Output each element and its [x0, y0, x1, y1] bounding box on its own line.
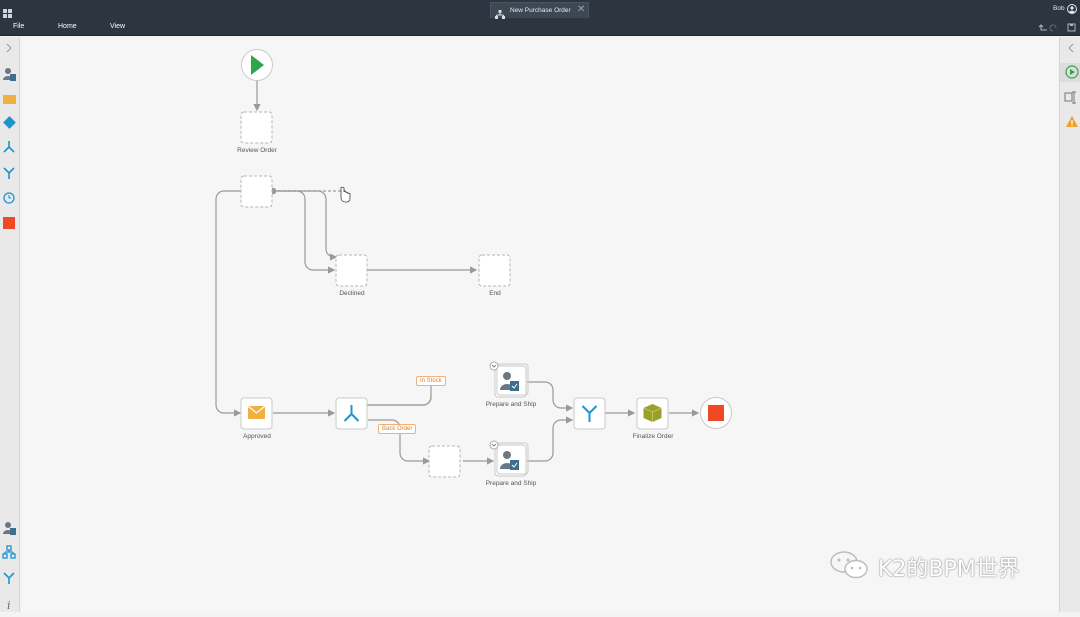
prepare-ship-label-2: Prepare and Ship [485, 480, 537, 487]
split-tool-icon[interactable] [3, 141, 15, 153]
user-task-tool-icon[interactable] [3, 68, 16, 81]
save-icon[interactable] [1067, 23, 1076, 32]
menu-file[interactable]: File [13, 23, 25, 30]
end-node[interactable] [478, 254, 511, 287]
watermark: K2的BPM世界 [826, 548, 1056, 582]
title-bar: New Purchase Order ✕ Bob [0, 0, 1080, 21]
tab-new-purchase-order[interactable]: New Purchase Order ✕ [490, 2, 589, 19]
prepare-ship-label-1: Prepare and Ship [485, 401, 537, 408]
info-icon[interactable]: i [7, 599, 11, 612]
wechat-logo-icon [830, 551, 868, 579]
hierarchy-tool-icon[interactable] [2, 545, 16, 559]
declined-label: Declined [339, 290, 365, 297]
back-order-node[interactable] [428, 445, 461, 478]
end-tool-icon[interactable] [3, 217, 15, 229]
toolbar-icons [1038, 23, 1076, 32]
expand-chevron-icon[interactable] [6, 43, 12, 53]
merge-tool-icon-2[interactable] [3, 572, 15, 584]
menu-home[interactable]: Home [58, 23, 77, 30]
start-icon[interactable] [1065, 65, 1079, 79]
right-panel [1059, 37, 1080, 612]
user-task-icon [500, 372, 519, 391]
collapse-chevron-icon[interactable] [1068, 43, 1074, 53]
user-name[interactable]: Bob [1053, 5, 1065, 12]
properties-icon[interactable] [1064, 91, 1076, 104]
review-order-label: Review Order [237, 147, 277, 154]
redo-icon[interactable] [1049, 24, 1057, 32]
user-task-tool-icon-2[interactable] [3, 522, 16, 535]
decision-node[interactable] [240, 175, 273, 208]
email-tool-icon[interactable] [3, 95, 16, 104]
split-icon [343, 405, 360, 422]
finalize-order-label: Finalize Order [632, 433, 674, 440]
review-order-node[interactable] [240, 111, 273, 144]
start-node[interactable] [241, 49, 273, 81]
stop-node[interactable] [700, 397, 732, 429]
tab-title: New Purchase Order [510, 7, 571, 14]
close-icon[interactable]: ✕ [577, 4, 586, 15]
email-icon [247, 405, 266, 419]
user-task-icon-2 [500, 451, 519, 470]
workflow-canvas[interactable]: Review Order Declined End Approved Prepa… [21, 37, 1058, 612]
decision-tool-icon[interactable] [3, 116, 16, 129]
menu-view[interactable]: View [110, 23, 126, 30]
warning-icon[interactable] [1066, 116, 1078, 127]
hand-cursor-icon [340, 186, 351, 203]
timer-tool-icon[interactable] [3, 192, 15, 204]
back-order-tag[interactable]: Back Order [378, 424, 417, 434]
workflow-lines [215, 49, 732, 478]
app-grid-icon[interactable] [3, 5, 12, 18]
in-stock-tag[interactable]: In Stock [416, 376, 446, 386]
package-icon [643, 404, 662, 422]
merge-icon [581, 405, 598, 422]
declined-node[interactable] [335, 254, 368, 287]
end-label: End [489, 290, 501, 297]
left-toolbox: i [0, 37, 20, 612]
merge-tool-icon[interactable] [3, 167, 15, 179]
approved-label: Approved [243, 433, 271, 440]
watermark-text: K2的BPM世界 [878, 557, 1020, 582]
avatar[interactable] [1067, 4, 1077, 14]
workflow-icon [495, 6, 505, 24]
undo-icon[interactable] [1038, 24, 1047, 31]
menu-bar: File Home View [0, 21, 1080, 36]
